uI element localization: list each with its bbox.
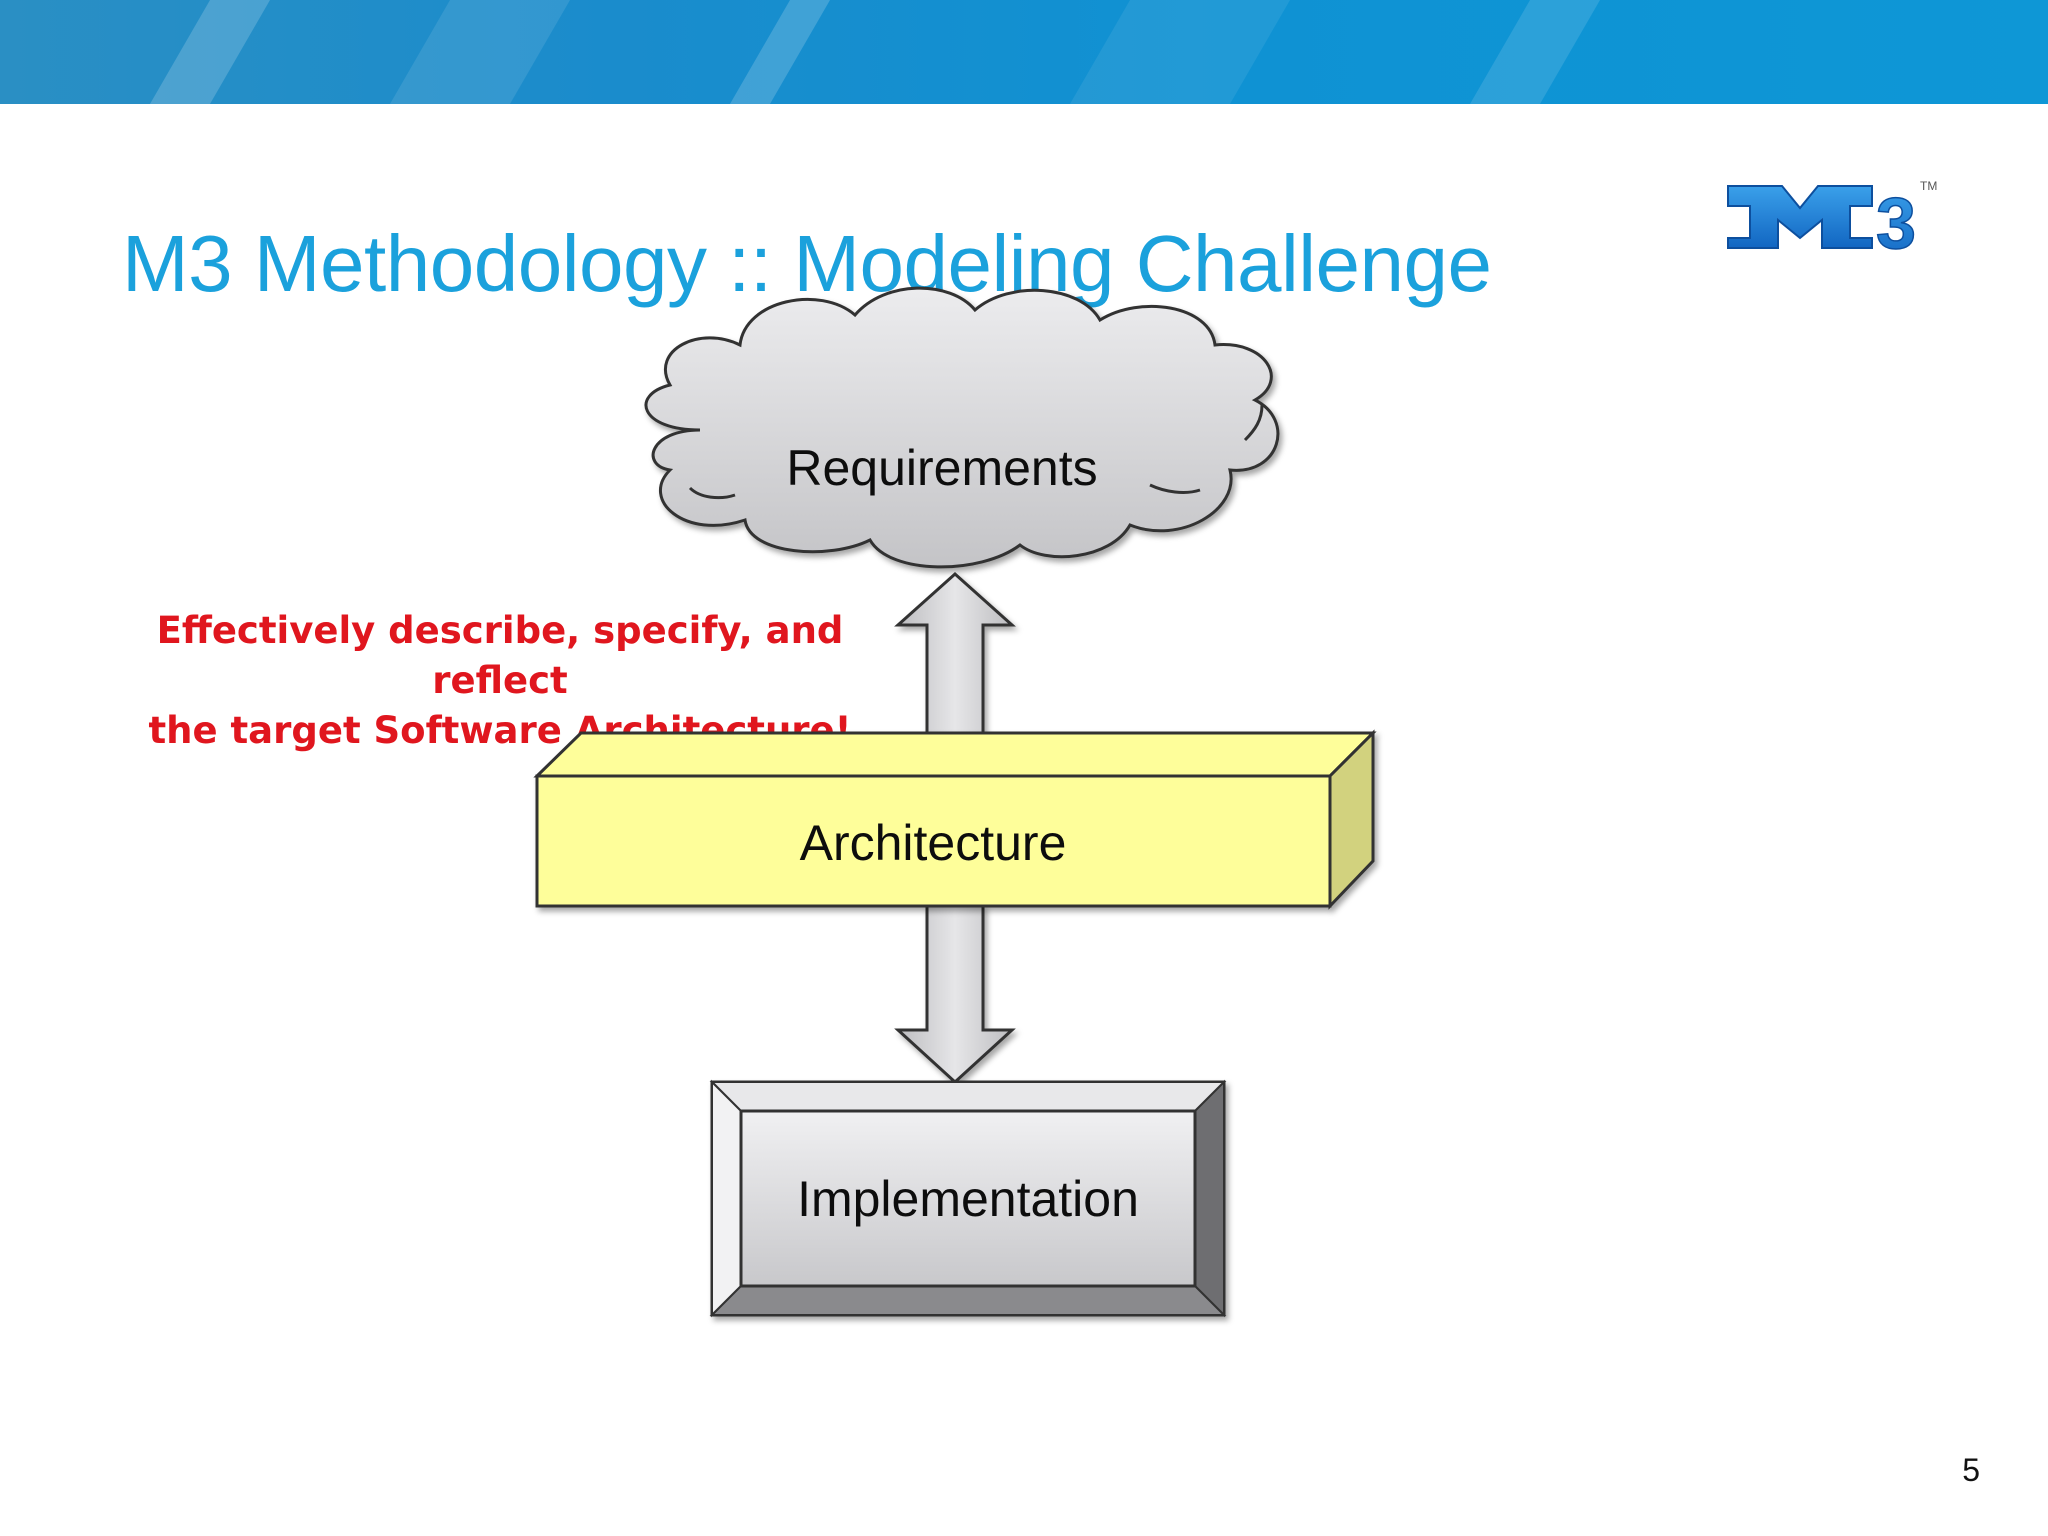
logo-three-glyph: 3: [1876, 184, 1916, 256]
callout-text: Effectively describe, specify, and refle…: [100, 606, 900, 756]
implementation-label: Implementation: [797, 1171, 1139, 1227]
arrow-down-to-implementation: [894, 904, 1016, 1085]
architecture-label: Architecture: [800, 815, 1067, 871]
slide-title: M3 Methodology :: Modeling Challenge: [122, 219, 1492, 308]
callout-line-1: Effectively describe, specify, and refle…: [156, 609, 844, 702]
implementation-box: Implementation: [709, 1079, 1227, 1318]
header-banner: [0, 0, 2048, 104]
logo-trademark: TM: [1920, 179, 1937, 193]
page-number: 5: [1962, 1452, 1980, 1488]
requirements-label: Requirements: [786, 440, 1097, 496]
m3-logo: 3 TM: [1727, 179, 1937, 256]
requirements-cloud: Requirements: [644, 286, 1280, 569]
arrow-up-to-requirements: [894, 571, 1016, 735]
architecture-box: Architecture: [533, 729, 1377, 910]
